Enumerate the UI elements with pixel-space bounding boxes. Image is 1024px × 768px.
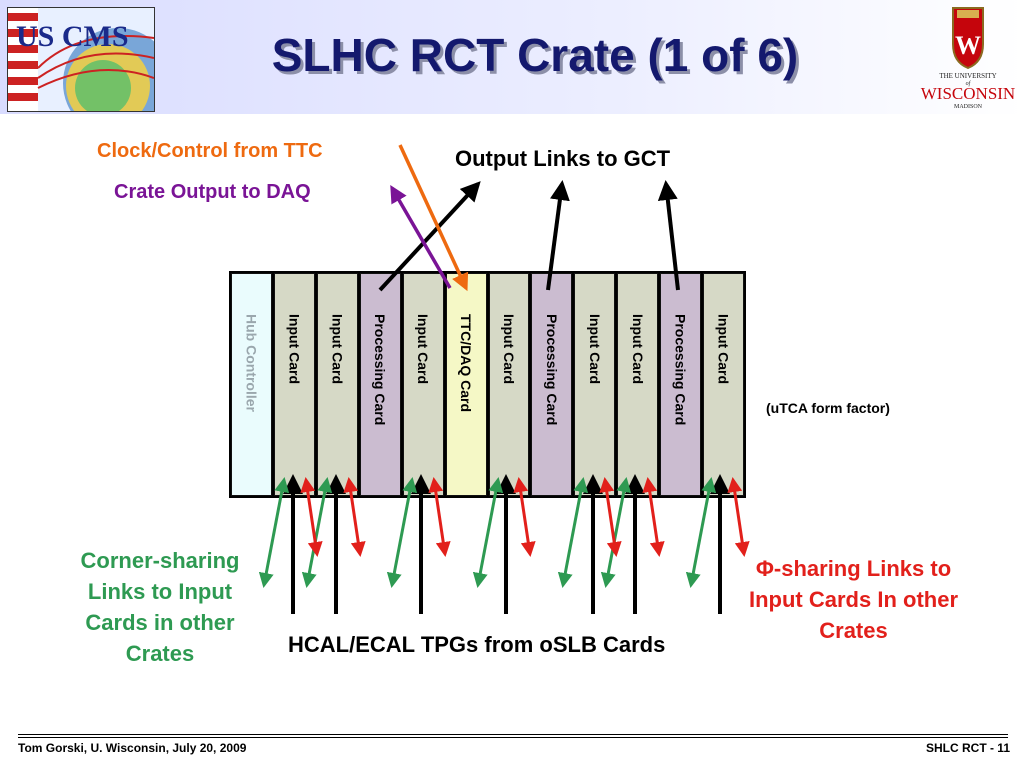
slot-processing-card: Processing Card: [359, 273, 401, 496]
slot-label: Input Card: [500, 314, 517, 384]
us-cms-logo: US CMS: [7, 7, 155, 112]
slot-label: Input Card: [415, 314, 432, 384]
wisconsin-logo-line4: MADISON: [954, 104, 983, 110]
slot-label: Input Card: [715, 314, 732, 384]
slot-input-card: Input Card: [273, 273, 315, 496]
footer-page-number: SHLC RCT - 11: [925, 741, 1010, 755]
corner-sharing-label: Corner-sharing Links to Input Cards in o…: [80, 548, 240, 666]
slot-input-card: Input Card: [402, 273, 444, 496]
slot-label: Input Card: [329, 314, 346, 384]
footer-divider-secondary: [18, 737, 1008, 738]
footer-author: Tom Gorski, U. Wisconsin, July 20, 2009: [18, 741, 247, 755]
svg-text:W: W: [955, 31, 981, 60]
slot-input-card: Input Card: [316, 273, 358, 496]
slot-processing-card: Processing Card: [660, 273, 702, 496]
slot-input-card: Input Card: [703, 273, 745, 496]
us-cms-logo-text: US CMS: [16, 20, 129, 53]
slot-label: Processing Card: [543, 314, 560, 426]
slot-label: Input Card: [586, 314, 603, 384]
slot-input-card: Input Card: [617, 273, 659, 496]
crate-output-label: Crate Output to DAQ: [114, 181, 311, 203]
wisconsin-logo-line1: THE UNIVERSITY: [939, 72, 996, 80]
slot-input-card: Input Card: [488, 273, 530, 496]
slot-label: TTC/DAQ Card: [458, 314, 475, 412]
footer-divider: [18, 734, 1008, 735]
page-title: SLHC RCT Crate (1 of 6): [271, 29, 799, 81]
slot-label: Input Card: [629, 314, 646, 384]
slot-label: Processing Card: [372, 314, 389, 426]
slot-label: Hub Controller: [243, 314, 260, 412]
header-band: [0, 0, 1024, 114]
slot-ttc-card: TTC/DAQ Card: [445, 273, 487, 496]
crate-diagram: Hub Controller Input Card Input Card Proces…: [229, 271, 746, 498]
phi-sharing-label: Φ-sharing Links to Input Cards In other …: [749, 556, 958, 643]
wisconsin-logo-line2: of: [966, 80, 972, 87]
tpgs-label: HCAL/ECAL TPGs from oSLB Cards: [288, 632, 666, 657]
slot-processing-card: Processing Card: [531, 273, 573, 496]
wisconsin-logo-line3: WISCONSIN: [921, 84, 1015, 103]
slot-input-card: Input Card: [574, 273, 616, 496]
slot-label: Input Card: [286, 314, 303, 384]
slot-label: Processing Card: [672, 314, 689, 426]
slot-hub-card: Hub Controller: [231, 273, 272, 496]
wisconsin-logo: W THE UNIVERSITY of WISCONSIN MADISON: [913, 4, 1023, 110]
form-factor-label: (uTCA form factor): [766, 400, 890, 416]
clock-control-label: Clock/Control from TTC: [97, 140, 323, 162]
output-links-label: Output Links to GCT: [455, 146, 671, 171]
